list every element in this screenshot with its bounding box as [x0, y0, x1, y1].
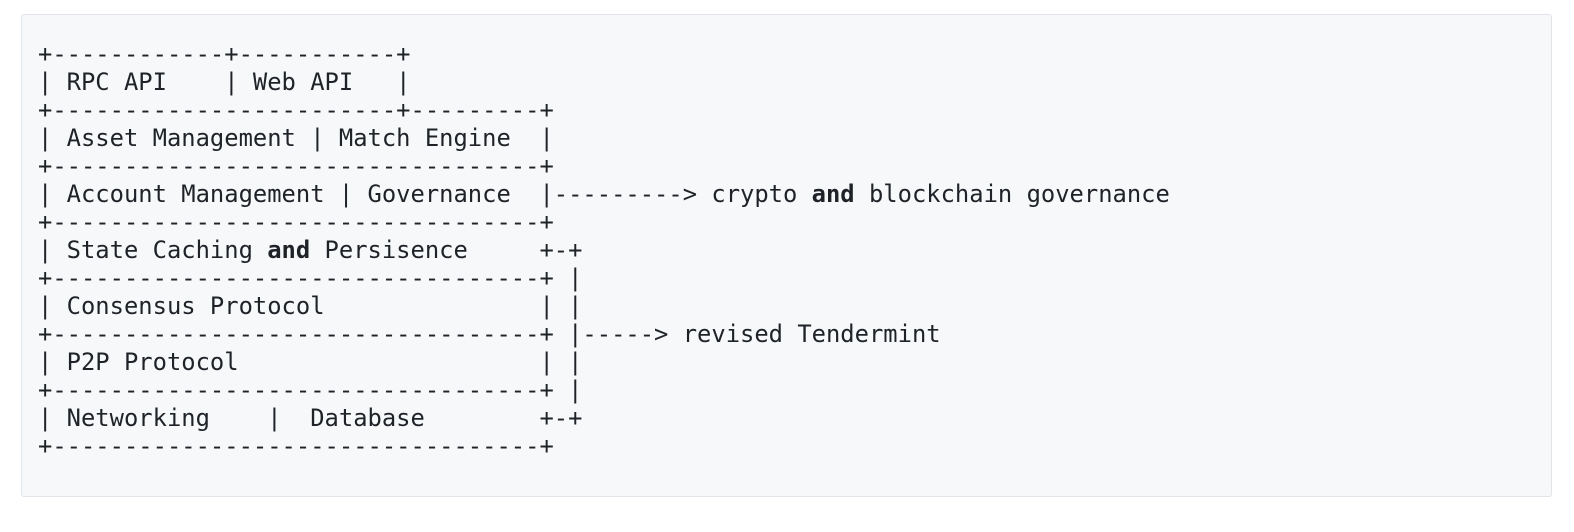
ascii-architecture-diagram: +------------+-----------+ | RPC API | W… — [22, 15, 1551, 496]
code-block: +------------+-----------+ | RPC API | W… — [21, 14, 1552, 497]
ascii-diagram-code: +------------+-----------+ | RPC API | W… — [38, 40, 1170, 460]
